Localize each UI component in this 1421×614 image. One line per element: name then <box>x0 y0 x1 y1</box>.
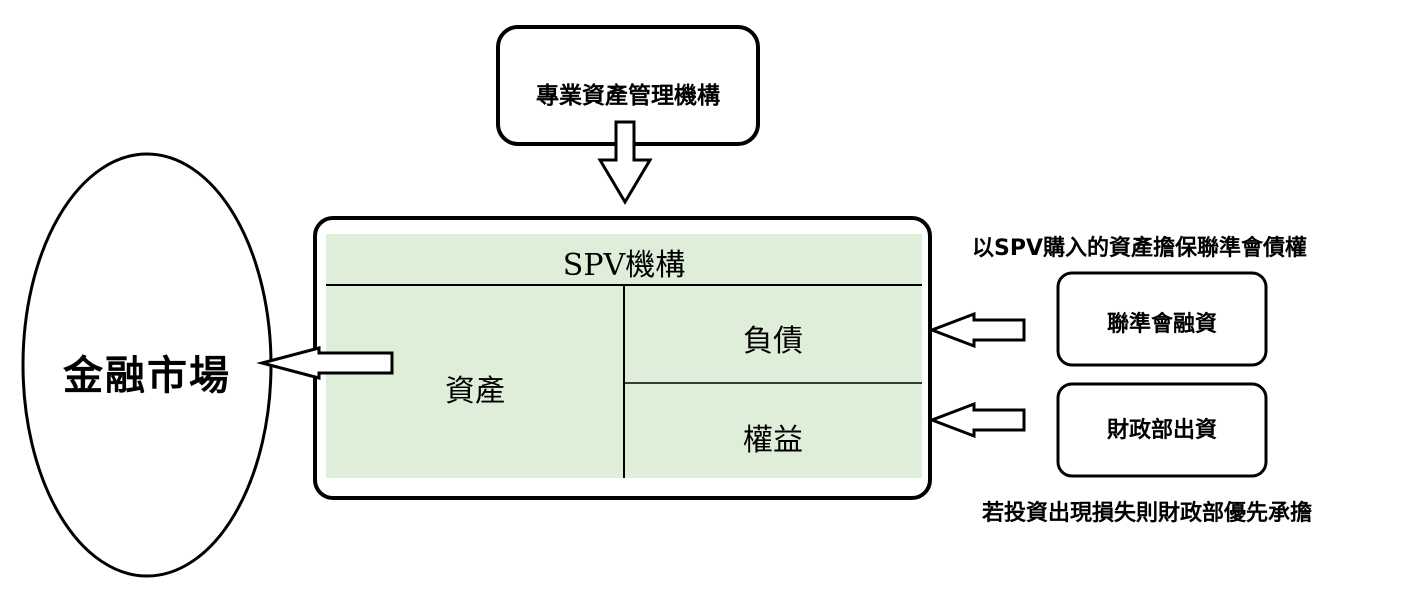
left-arrow-from-fed <box>927 311 1026 349</box>
fed-financing-box <box>1056 271 1268 367</box>
equity-label: 權益 <box>743 423 803 458</box>
left-arrow-from-treasury <box>927 401 1026 439</box>
treasury-funding-box <box>1056 382 1268 478</box>
down-arrow <box>597 120 653 205</box>
assets-label: 資產 <box>445 374 505 409</box>
collateral-note: 以SPV購入的資產擔保聯準會債權 <box>972 236 1307 261</box>
liabilities-label: 負債 <box>743 324 803 359</box>
spv-title: SPV機構 <box>562 248 686 283</box>
fed-financing-label: 聯準會融資 <box>1106 312 1217 337</box>
treasury-funding-label: 財政部出資 <box>1106 418 1217 443</box>
asset-manager-label: 專業資產管理機構 <box>536 83 720 109</box>
financial-market-label: 金融市場 <box>63 353 231 399</box>
loss-priority-note: 若投資出現損失則財政部優先承擔 <box>982 501 1313 526</box>
left-arrow-to-market <box>256 346 394 380</box>
